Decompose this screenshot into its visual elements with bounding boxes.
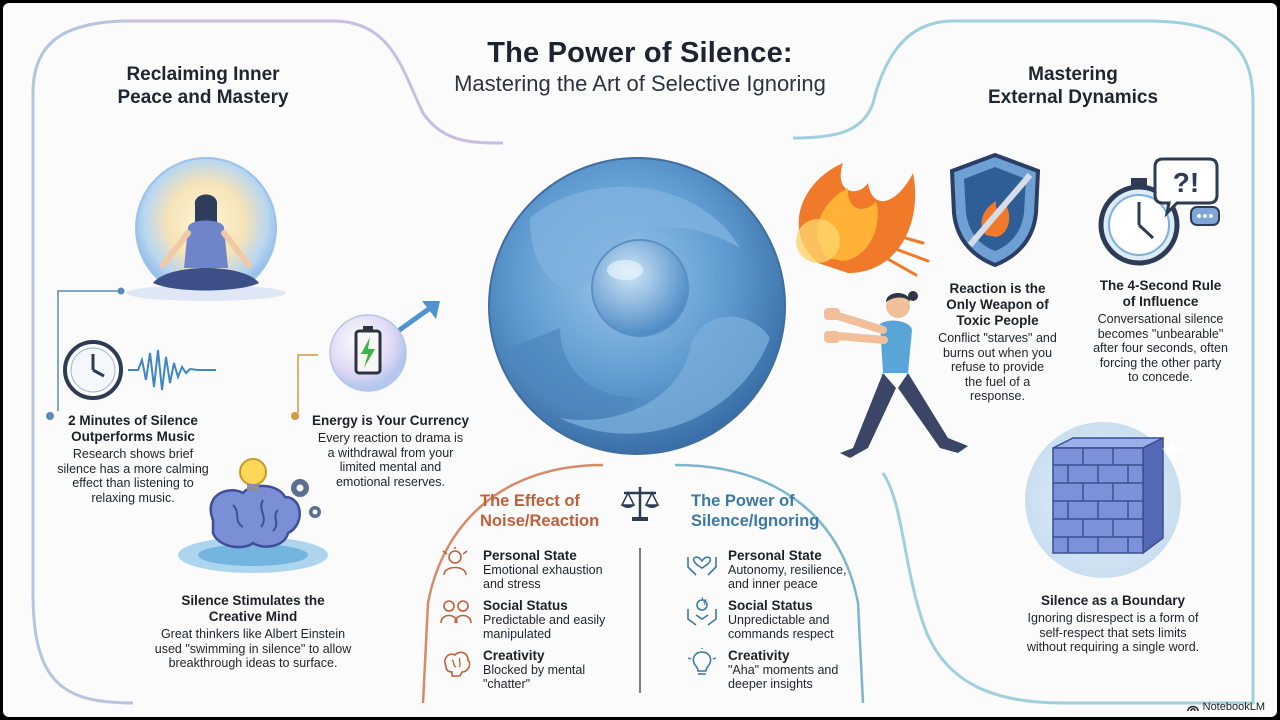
- brand-watermark: NotebookLM: [1186, 701, 1265, 713]
- right-item-3-body: Ignoring disrespect is a form of self-re…: [1026, 611, 1200, 654]
- lightbulb-icon: [687, 648, 717, 675]
- brick-wall-icon: [1025, 422, 1184, 578]
- right-item-2: The 4-Second Rule of Influence Conversat…: [1078, 278, 1243, 385]
- infographic-canvas: The Power of Silence: Mastering the Art …: [3, 3, 1277, 717]
- notebooklm-logo-icon: [1186, 705, 1199, 712]
- question-speech-icon: ?!: [1153, 157, 1220, 226]
- group-people-icon: [440, 600, 472, 624]
- left-item-1-title: 2 Minutes of Silence Outperforms Music: [68, 413, 198, 444]
- stressed-person-icon: [442, 547, 468, 576]
- stopwatch-icon: [1098, 178, 1180, 266]
- left-item-1-body: Research shows brief silence has a more …: [57, 447, 209, 505]
- left-item-2-body: Every reaction to drama is a withdrawal …: [317, 431, 464, 489]
- noise-column-heading: The Effect of Noise/Reaction: [480, 492, 600, 530]
- silence-orb: [488, 157, 786, 455]
- left-item-3: Silence Stimulates the Creative Mind Gre…: [133, 593, 373, 671]
- right-item-2-title: The 4-Second Rule of Influence: [1099, 278, 1222, 309]
- silence-column-heading: The Power of Silence/Ignoring: [691, 492, 820, 530]
- silence-row-social-status: Social Status Unpredictable and commands…: [728, 598, 834, 641]
- svg-text:?!: ?!: [1173, 167, 1199, 198]
- brain-icon: [444, 651, 471, 677]
- right-section-heading: Mastering External Dynamics: [987, 64, 1159, 108]
- page-title: The Power of Silence:: [487, 37, 793, 69]
- brain-lightbulb-icon: [178, 458, 328, 573]
- left-section-heading: Reclaiming Inner Peace and Mastery: [117, 64, 289, 108]
- left-item-2: Energy is Your Currency Every reaction t…: [303, 413, 478, 489]
- right-item-1-body: Conflict "starves" and burns out when yo…: [938, 331, 1057, 403]
- silence-row-creativity: Creativity "Aha" moments and deeper insi…: [728, 648, 839, 691]
- right-item-1-title: Reaction is the Only Weapon of Toxic Peo…: [946, 281, 1049, 328]
- meditating-person-icon: [126, 157, 286, 301]
- scales-icon: [620, 487, 660, 521]
- frame-curves: [31, 19, 1255, 705]
- soundwave-icon: [128, 349, 216, 391]
- page-subtitle: Mastering the Art of Selective Ignoring: [454, 71, 826, 96]
- noise-row-social-status: Social Status Predictable and easily man…: [483, 598, 606, 641]
- respect-hands-icon: [687, 596, 717, 626]
- left-item-1: 2 Minutes of Silence Outperforms Music R…: [53, 413, 213, 505]
- fire-icon: [796, 163, 930, 277]
- left-item-3-body: Great thinkers like Albert Einstein used…: [154, 627, 352, 670]
- heart-hands-icon: [687, 556, 717, 576]
- battery-icon: [329, 301, 440, 392]
- noise-row-personal-state: Personal State Emotional exhaustion and …: [483, 548, 603, 591]
- left-item-3-title: Silence Stimulates the Creative Mind: [181, 593, 325, 624]
- right-item-1: Reaction is the Only Weapon of Toxic Peo…: [925, 281, 1070, 404]
- silence-row-personal-state: Personal State Autonomy, resilience, and…: [728, 548, 847, 591]
- shield-icon: [949, 152, 1041, 268]
- clock-icon: [63, 340, 123, 400]
- pushing-person-icon: [824, 291, 968, 458]
- right-item-3-title: Silence as a Boundary: [1040, 593, 1186, 608]
- right-item-2-body: Conversational silence becomes "unbearab…: [1093, 312, 1228, 384]
- left-item-2-title: Energy is Your Currency: [311, 413, 470, 428]
- right-item-3: Silence as a Boundary Ignoring disrespec…: [998, 593, 1228, 655]
- noise-row-creativity: Creativity Blocked by mental "chatter": [483, 648, 586, 691]
